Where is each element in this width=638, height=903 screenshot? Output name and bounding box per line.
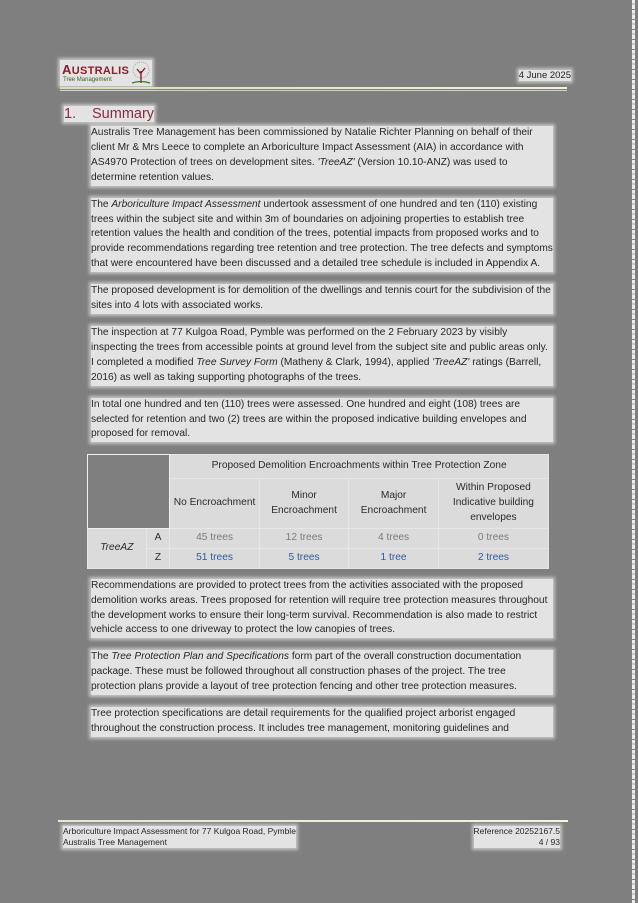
text: undertook assessment of one hundred and …	[91, 198, 553, 270]
logo-brand-rest: USTRALIS	[71, 65, 130, 77]
paragraph-inspection: The inspection at 77 Kulgoa Road, Pymble…	[91, 325, 553, 386]
paragraph-development: The proposed development is for demoliti…	[91, 284, 553, 314]
table-cell: 2 trees	[437, 547, 550, 569]
section-title: Summary	[92, 106, 155, 122]
document-date: 4 June 2025	[518, 70, 571, 81]
table-cell: 0 trees	[437, 527, 550, 549]
text: (Version 10.10-ANZ) was used to determin…	[91, 156, 508, 183]
table-cell: 12 trees	[258, 527, 350, 549]
tree-logo-icon	[131, 61, 151, 84]
text: The inspection at 77 Kulgoa Road, Pymble…	[91, 326, 548, 368]
header-divider-shadow	[60, 90, 567, 91]
paragraph-totals: In total one hundred and ten (110) trees…	[91, 397, 553, 443]
italic-text: 'TreeAZ'	[432, 356, 470, 368]
paragraph-recommendations: Recommendations are provided to protect …	[91, 578, 553, 639]
table-group-header: Proposed Demolition Encroachments within…	[169, 454, 549, 480]
paragraph-commission: Australis Tree Management has been commi…	[91, 126, 553, 186]
footer-left: Arboriculture Impact Assessment for 77 K…	[63, 826, 296, 848]
text: ratings (Barrell, 2016) as well as takin…	[91, 356, 542, 383]
table-cell: 51 trees	[169, 547, 260, 569]
paragraph-protection-plan: The Tree Protection Plan and Specificati…	[91, 650, 553, 696]
row-category: A	[145, 527, 171, 549]
text: form part of the overall construction do…	[91, 651, 522, 693]
page-edge	[632, 0, 635, 903]
footer-divider	[58, 820, 568, 822]
document-body: Australis Tree Management has been commi…	[86, 126, 553, 749]
column-header: Minor Encroachment	[258, 478, 350, 529]
encroachment-table: Proposed Demolition Encroachments within…	[86, 454, 550, 569]
table-row: Z 51 trees 5 trees 1 tree 2 trees	[88, 547, 550, 569]
row-category: Z	[145, 547, 171, 569]
text: The	[91, 651, 112, 663]
section-number: 1.	[64, 106, 77, 122]
text: The	[91, 198, 112, 210]
table-column-headers: No Encroachment Minor Encroachment Major…	[88, 478, 550, 529]
text: Australis Tree Management has been commi…	[91, 127, 533, 168]
page-number: 4 / 93	[538, 837, 560, 847]
header-divider	[60, 87, 567, 89]
italic-text: Tree Survey Form	[196, 356, 278, 368]
table-cell: 4 trees	[348, 527, 439, 549]
footer-reference: Reference 20252167.5	[473, 826, 561, 836]
italic-text: Tree Protection Plan and Specifications	[111, 651, 290, 663]
column-header: Within Proposed Indicative building enve…	[437, 478, 550, 529]
footer-company: Australis Tree Management	[63, 837, 167, 847]
footer-document-title: Arboriculture Impact Assessment for 77 K…	[63, 826, 296, 836]
italic-text: Arboriculture Impact Assessment	[111, 198, 261, 210]
company-logo: AUSTRALIS Tree Management	[60, 60, 152, 86]
table-row: TreeAZ A 45 trees 12 trees 4 trees 0 tre…	[87, 527, 550, 569]
column-header: No Encroachment	[169, 478, 260, 529]
table-cell: 5 trees	[258, 547, 350, 569]
logo-tagline: Tree Management	[63, 77, 112, 83]
italic-text: 'TreeAZ'	[317, 156, 355, 168]
logo-brand-initial: A	[62, 62, 72, 77]
table-cell: 45 trees	[169, 527, 260, 549]
logo-brand: AUSTRALIS	[62, 62, 129, 77]
footer-right: Reference 20252167.5 4 / 93	[473, 826, 561, 848]
table-corner-cell	[86, 454, 171, 529]
table-header-row: Proposed Demolition Encroachments within…	[86, 454, 549, 529]
paragraph-specifications: Tree protection specifications are detai…	[91, 707, 553, 737]
column-header: Major Encroachment	[348, 478, 439, 529]
section-heading: 1. Summary	[64, 106, 155, 122]
paragraph-assessment: The Arboriculture Impact Assessment unde…	[91, 197, 553, 273]
text: (Matheny & Clark, 1994), applied	[277, 356, 433, 368]
row-group-label: TreeAZ	[87, 527, 147, 569]
table-cell: 1 tree	[348, 547, 439, 569]
